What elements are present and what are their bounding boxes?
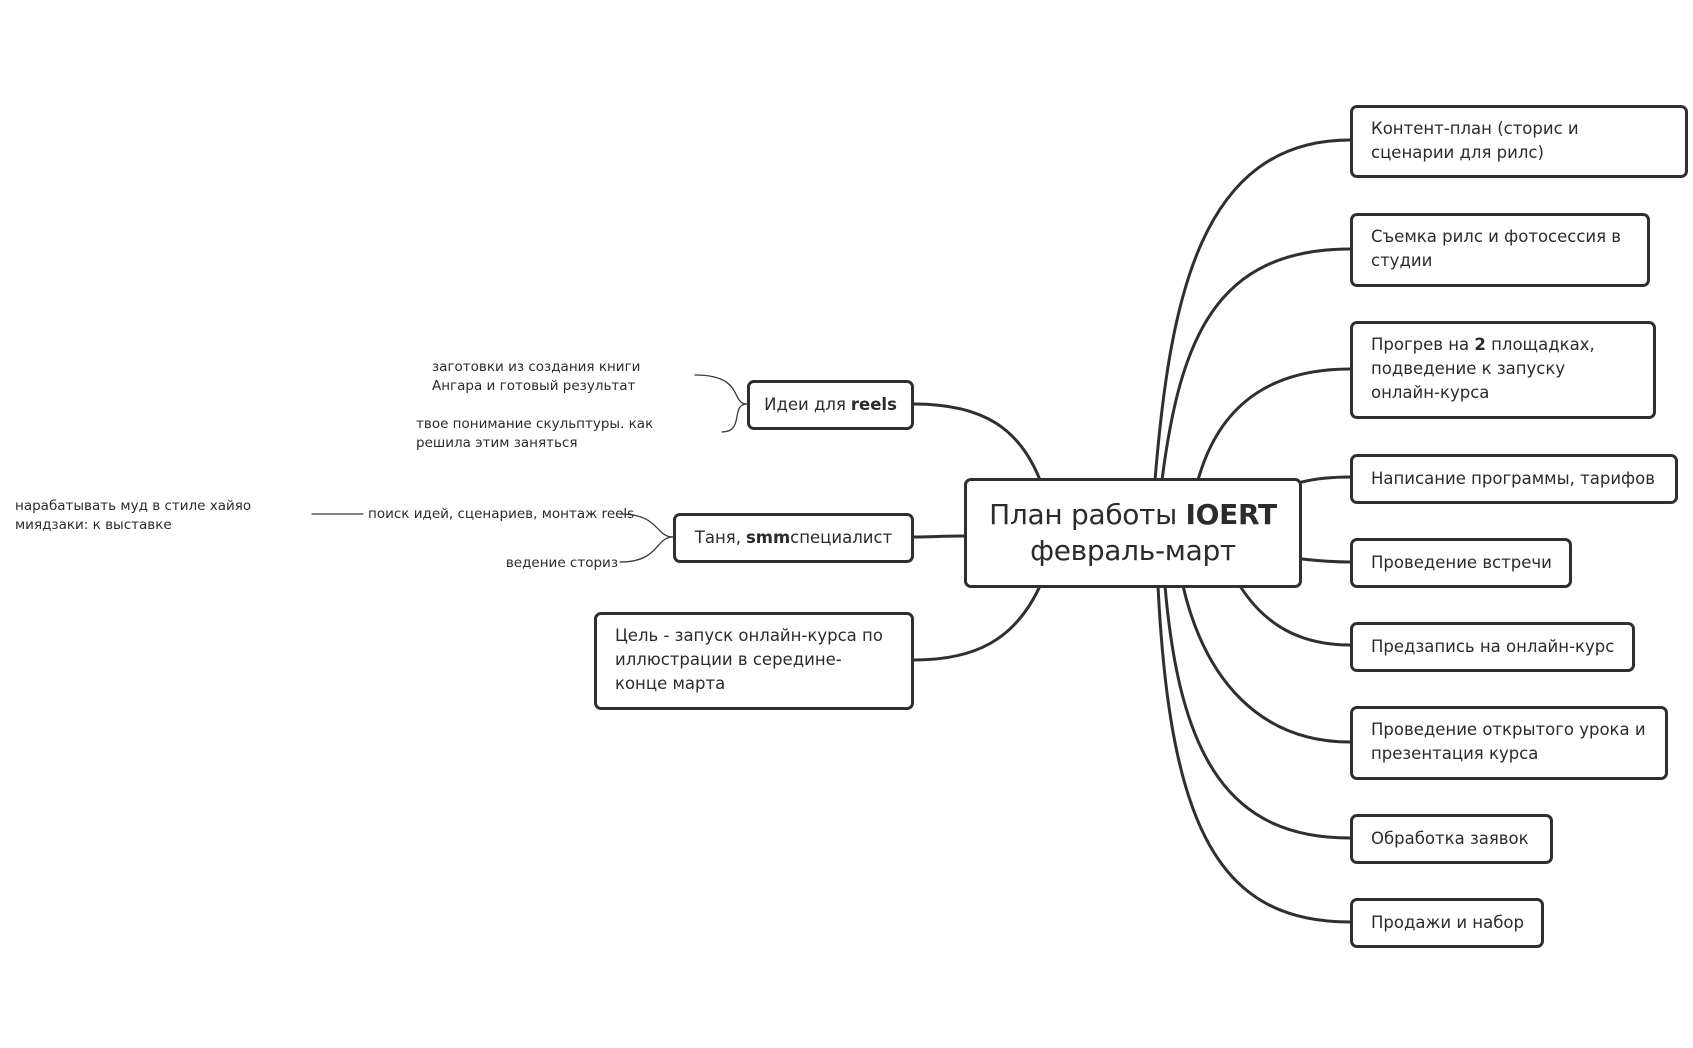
connector-warmup [1196, 367, 1352, 482]
leaf-reels-book-prep[interactable]: заготовки из создания книги Ангара и гот… [432, 359, 641, 394]
node-preregistration[interactable]: Предзапись на онлайн-курс [1350, 622, 1635, 672]
node-content-plan[interactable]: Контент-план (сторис и сценарии для рилс… [1350, 105, 1688, 178]
leaf-smm-ideas[interactable]: поиск идей, сценариев, монтаж reels [368, 506, 635, 522]
leaf-connector-reels-1 [694, 374, 748, 405]
node-smm-specialist[interactable]: Таня, smm специалист [673, 513, 914, 563]
connector-preregistration [1238, 584, 1352, 647]
node-meeting[interactable]: Проведение встречи [1350, 538, 1572, 588]
connector-sales [1156, 584, 1352, 924]
central-topic[interactable]: План работы IOERT февраль-март [964, 478, 1302, 588]
node-applications[interactable]: Обработка заявок [1350, 814, 1553, 864]
leaf-smm-mood-miyazaki[interactable]: нарабатывать муд в стиле хайяо миядзаки:… [15, 498, 252, 533]
leaf-connector-reels-2 [721, 403, 748, 433]
connector-goal [912, 584, 1042, 662]
node-warmup[interactable]: Прогрев на 2 площадках, подведение к зап… [1350, 321, 1656, 419]
node-program[interactable]: Написание программы, тарифов [1350, 454, 1678, 504]
node-reels-ideas[interactable]: Идеи для reels [747, 380, 914, 430]
leaf-smm-stories[interactable]: ведение сториз [505, 555, 618, 571]
central-topic-line1: План работы IOERT [989, 498, 1277, 531]
connector-open-lesson [1181, 584, 1352, 744]
central-topic-line2: февраль-март [1030, 534, 1236, 567]
node-goal[interactable]: Цель - запуск онлайн-курса по иллюстраци… [594, 612, 914, 710]
node-sales[interactable]: Продажи и набор [1350, 898, 1544, 948]
connector-content-plan [1153, 138, 1352, 482]
connector-applications [1163, 584, 1352, 840]
node-open-lesson[interactable]: Проведение открытого урока и презентация… [1350, 706, 1668, 780]
leaf-reels-sculpture[interactable]: твое понимание скульптуры. как решила эт… [416, 416, 654, 451]
connector-reels [912, 402, 1042, 482]
connector-program [1300, 475, 1352, 484]
leaf-connector-smm-1 [619, 513, 674, 538]
node-shooting[interactable]: Съемка рилс и фотосессия в студии [1350, 213, 1650, 287]
connector-shooting [1160, 247, 1352, 482]
connector-meeting [1300, 557, 1352, 564]
leaf-connector-smm-2 [619, 536, 674, 563]
connector-smm [912, 534, 966, 539]
